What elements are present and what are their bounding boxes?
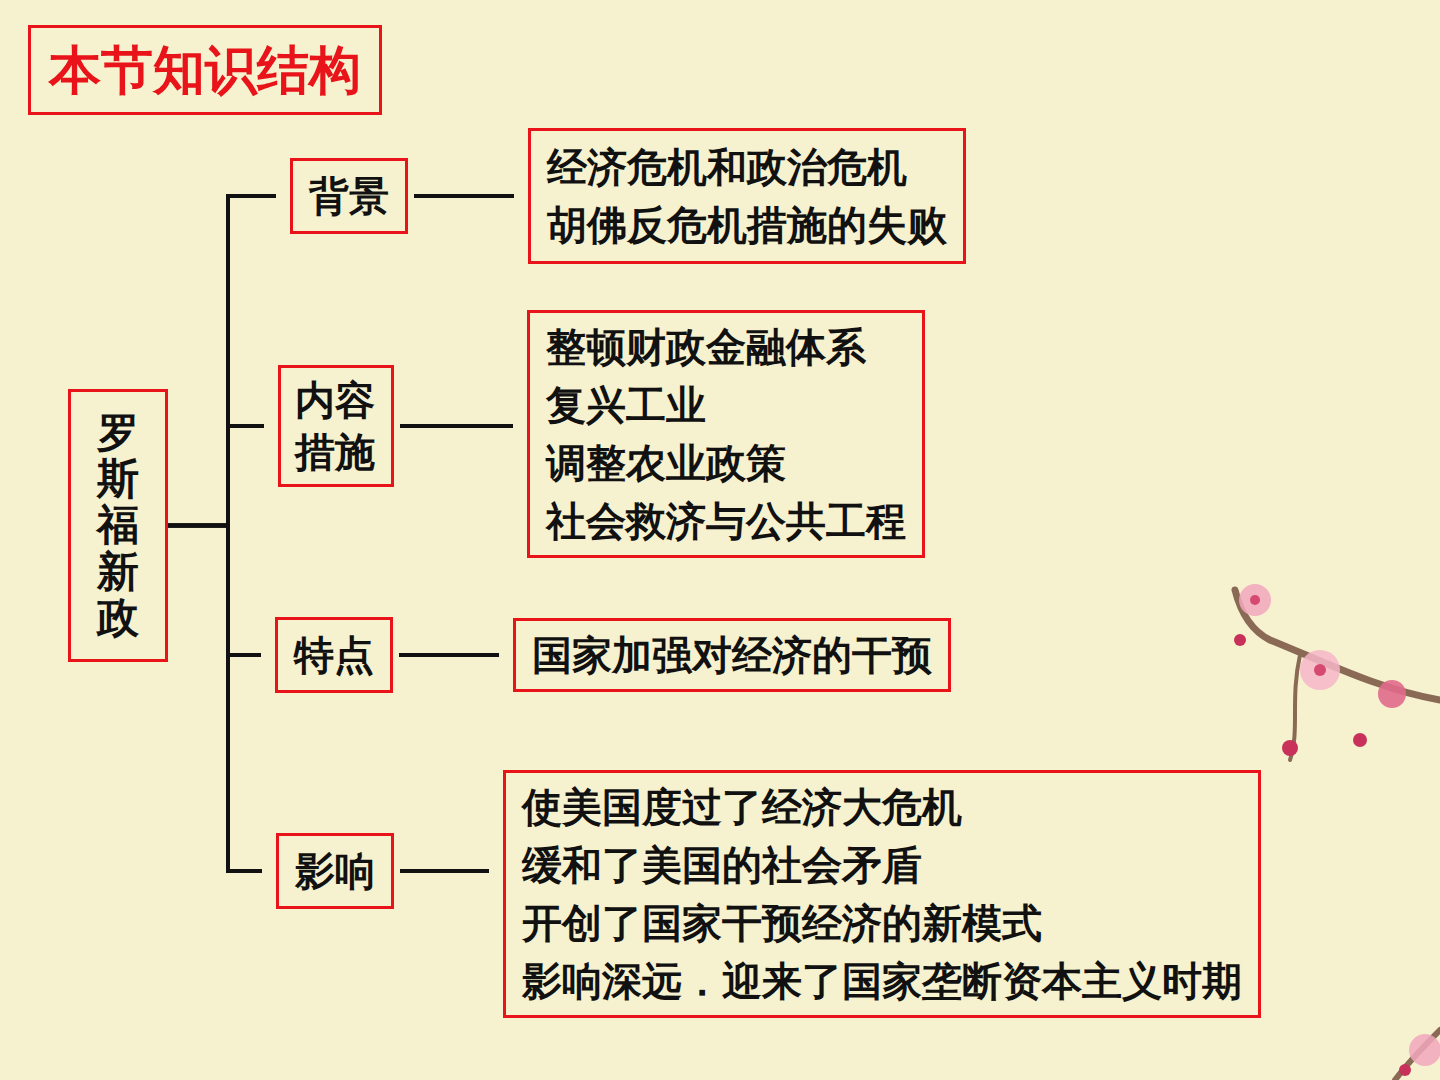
tree-connector [414, 194, 514, 198]
content-box: 整顿财政金融体系复兴工业调整农业政策社会救济与公共工程 [527, 310, 925, 558]
category-box: 影响 [276, 833, 394, 909]
blossom-flowers [1234, 584, 1440, 1076]
node-label: 特点 [294, 626, 374, 684]
content-line: 国家加强对经济的干预 [532, 626, 932, 684]
content-line: 复兴工业 [546, 376, 906, 434]
content-line: 影响深远．迎来了国家垄断资本主义时期 [522, 952, 1242, 1010]
content-line: 调整农业政策 [546, 434, 906, 492]
tree-connector [399, 653, 499, 657]
content-line: 胡佛反危机措施的失败 [547, 196, 947, 254]
tree-connector [168, 426, 264, 525]
blossom-branch [1235, 590, 1440, 1080]
content-line: 社会救济与公共工程 [546, 492, 906, 550]
content-box: 经济危机和政治危机胡佛反危机措施的失败 [528, 128, 966, 264]
node-label: 内容 措施 [295, 374, 377, 478]
category-box: 特点 [275, 617, 393, 693]
content-line: 开创了国家干预经济的新模式 [522, 894, 1242, 952]
node-label: 背景 [309, 167, 389, 225]
tree-connector [400, 424, 513, 428]
content-line: 使美国度过了经济大危机 [522, 778, 1242, 836]
content-line: 整顿财政金融体系 [546, 318, 906, 376]
tree-connector [400, 869, 489, 873]
node-label: 影响 [295, 842, 375, 900]
root-box: 罗斯福新政 [68, 389, 168, 662]
category-box: 背景 [290, 158, 408, 234]
content-box: 使美国度过了经济大危机缓和了美国的社会矛盾开创了国家干预经济的新模式影响深远．迎… [503, 770, 1261, 1018]
content-line: 经济危机和政治危机 [547, 138, 947, 196]
node-label: 罗斯福新政 [97, 410, 139, 641]
tree-connector [168, 525, 261, 655]
content-line: 缓和了美国的社会矛盾 [522, 836, 1242, 894]
category-box: 内容 措施 [278, 365, 394, 487]
tree-connector [168, 196, 276, 525]
content-box: 国家加强对经济的干预 [513, 618, 951, 692]
tree-connector [168, 525, 262, 871]
section-title: 本节知识结构 [28, 25, 382, 115]
